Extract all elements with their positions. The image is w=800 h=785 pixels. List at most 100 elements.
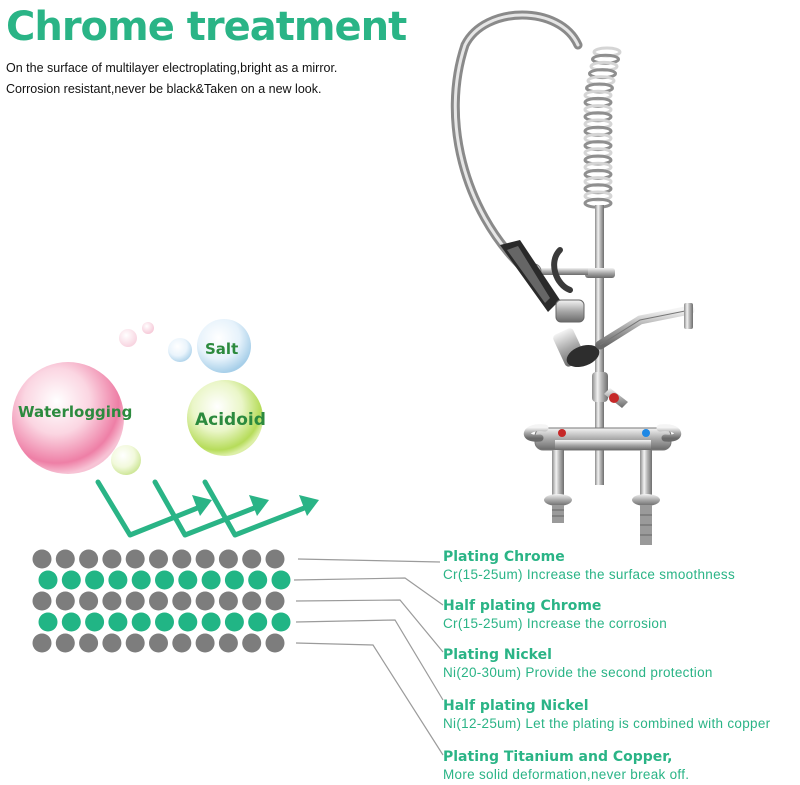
layer-title: Half plating Chrome [443,598,602,614]
layer-dot [38,612,58,632]
leader-line [295,642,444,756]
layer-title: Half plating Nickel [443,698,589,714]
waterlogging-label: Waterlogging [18,403,133,421]
layer-dot [79,549,99,569]
salt-bubble [197,319,251,373]
layer-dot [55,633,75,653]
layer-dot [178,570,198,590]
layer-dot [195,591,215,611]
layer-title: Plating Chrome [443,549,565,565]
layer-dot [125,633,145,653]
layer-title: Plating Nickel [443,647,552,663]
layer-half-plating-nickel: Half plating Nickel Ni(12-25um) Let the … [443,698,770,732]
layer-dot [55,549,75,569]
layer-desc: Cr(15-25um) Increase the corrosion [443,616,668,631]
layer-dot [242,633,262,653]
layer-dot [172,633,192,653]
layer-dot [125,549,145,569]
layer-title: Plating Titanium and Copper, [443,749,673,765]
reflect-arrows [95,479,319,538]
layer-dot [218,633,238,653]
layer-dot [108,570,128,590]
layer-dot [248,570,268,590]
leader-line [295,599,444,653]
plating-layers-dots [32,549,291,653]
layer-dot [265,591,285,611]
layer-dot [32,591,52,611]
hose [450,10,583,270]
layer-dot [195,633,215,653]
small-bubble [168,338,192,362]
layer-dot [201,570,221,590]
layer-dot [265,633,285,653]
layer-dot [218,549,238,569]
leader-line [297,558,441,563]
layer-half-plating-chrome: Half plating Chrome Cr(15-25um) Increase… [443,598,667,632]
leader-lines [293,558,444,756]
layer-dot [131,612,151,632]
layer-dot [108,612,128,632]
small-bubble [111,445,141,475]
layer-dot [242,591,262,611]
layer-dot [265,549,285,569]
layer-dot [271,612,291,632]
bubbles [12,319,263,475]
layer-dot [79,591,99,611]
layer-dot [155,612,174,632]
faucet-image [450,10,695,545]
layer-dot [149,591,168,611]
arrow [152,479,269,538]
layer-desc: Cr(15-25um) Increase the surface smoothn… [443,567,736,582]
layer-plating-chrome: Plating Chrome Cr(15-25um) Increase the … [443,549,735,583]
layer-dot [85,570,105,590]
layer-dot [102,591,122,611]
subtitle-line-1: On the surface of multilayer electroplat… [6,61,338,75]
layer-dot [79,633,99,653]
layer-dot [271,570,291,590]
subtitle-line-2: Corrosion resistant,never be black&Taken… [6,82,322,96]
layer-dot [32,633,52,653]
layer-dot [172,591,192,611]
spring-coil [583,46,622,209]
acidoid-label: Acidoid [195,410,266,430]
swing-spout [595,305,695,350]
layer-dot [85,612,105,632]
layer-dot [224,570,244,590]
layer-dot [61,570,81,590]
layer-titanium-copper: Plating Titanium and Copper, More solid … [443,749,689,783]
leader-line [293,577,444,606]
salt-label: Salt [205,340,239,358]
layer-dot [102,549,122,569]
layer-desc: More solid deformation,never break off. [443,767,690,782]
arrow [95,479,212,538]
layer-dot [248,612,268,632]
waterlogging-bubble [12,362,124,474]
layer-dot [131,570,151,590]
layer-plating-nickel: Plating Nickel Ni(20-30um) Provide the s… [443,647,713,681]
layer-dot [178,612,198,632]
layer-dot [55,591,75,611]
layer-dot [172,549,192,569]
layer-dot [201,612,221,632]
leader-line [295,619,444,701]
layer-desc: Ni(20-30um) Provide the second protectio… [443,665,713,680]
layer-dot [224,612,244,632]
layer-dot [38,570,58,590]
layer-dot [32,549,52,569]
layer-desc: Ni(12-25um) Let the plating is combined … [443,716,771,731]
small-bubble [119,329,137,347]
layer-dot [102,633,122,653]
page-title: Chrome treatment [6,4,407,50]
acidoid-bubble [187,380,263,456]
layer-dot [149,549,168,569]
layer-dot [242,549,262,569]
layer-dot [61,612,81,632]
layer-dot [195,549,215,569]
layer-dot [125,591,145,611]
layer-dot [155,570,174,590]
layer-dot [218,591,238,611]
layer-dot [149,633,168,653]
arrow [202,479,319,538]
small-bubble [142,322,154,334]
